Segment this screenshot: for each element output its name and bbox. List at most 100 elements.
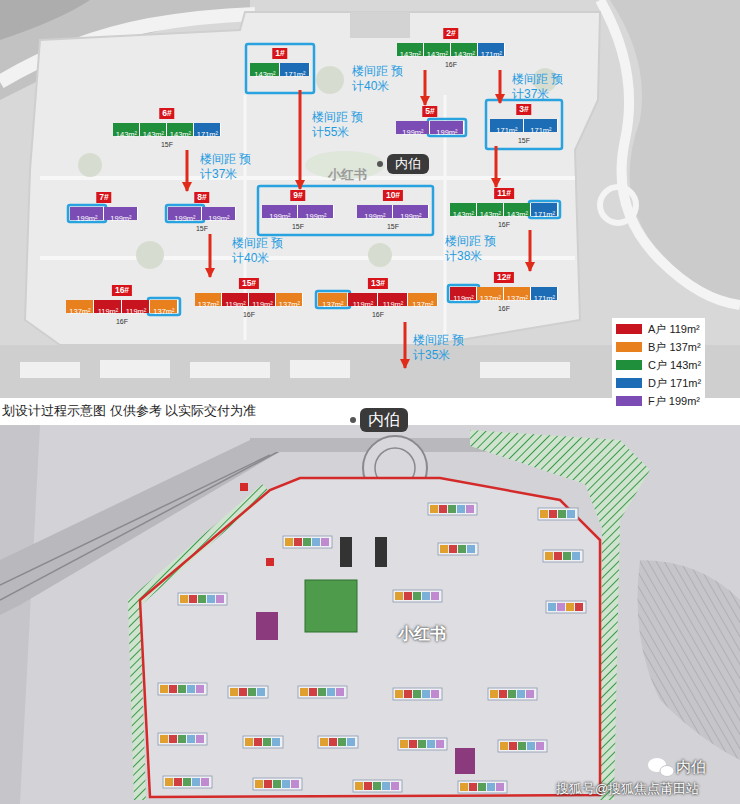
- unit-footprint: [318, 688, 326, 696]
- unit-footprint: [263, 738, 271, 746]
- unit-footprint: [508, 690, 516, 698]
- unit-type-box: 171m²: [478, 43, 505, 56]
- unit-footprint: [554, 552, 562, 560]
- unit-footprint: [536, 742, 544, 750]
- unit-type-box: 119m²: [222, 293, 249, 306]
- footprint-outline: [546, 601, 586, 613]
- unit-footprint: [499, 690, 507, 698]
- unit-footprint: [338, 738, 346, 746]
- unit-footprint: [373, 782, 381, 790]
- unit-footprint: [575, 603, 583, 611]
- unit-area: 171m²: [197, 128, 218, 141]
- unit-area: 137m²: [480, 292, 501, 305]
- building-footprint: [488, 688, 537, 700]
- unit-footprint: [567, 510, 575, 518]
- floor-count: 16F: [498, 220, 510, 229]
- unit-footprint: [490, 690, 498, 698]
- central-green: [305, 580, 357, 632]
- unit-type-box: 137m²: [66, 300, 94, 313]
- watermark: 小红书: [398, 624, 446, 645]
- building-footprint: [253, 778, 302, 790]
- location-name: 内伯: [368, 411, 400, 428]
- unit-area: 143m²: [507, 208, 528, 221]
- unit-footprint: [312, 538, 320, 546]
- unit-type-box: 143m²: [140, 123, 167, 136]
- unit-area: 199m²: [400, 210, 421, 223]
- building-block: 15#16F137m²119m²119m²137m²: [195, 278, 303, 319]
- footprint-outline: [438, 543, 478, 555]
- unit-area: 137m²: [279, 298, 300, 311]
- unit-area: 199m²: [436, 126, 457, 139]
- legend-text: F户 199m²: [648, 394, 700, 409]
- unit-footprint: [422, 690, 430, 698]
- unit-footprint: [566, 603, 574, 611]
- building-number: 9#: [290, 190, 305, 201]
- unit-footprint: [196, 685, 204, 693]
- footprint-outline: [158, 683, 207, 695]
- floor-count: 15F: [196, 224, 208, 233]
- unit-footprint: [187, 735, 195, 743]
- unit-type-box: 143m²: [424, 43, 451, 56]
- unit-area: 119m²: [353, 298, 374, 311]
- building-number: 16#: [112, 285, 132, 296]
- unit-footprint: [448, 505, 456, 513]
- unit-footprint: [572, 552, 580, 560]
- street-house: [100, 360, 170, 378]
- unit-footprint: [178, 735, 186, 743]
- unit-footprint: [189, 595, 197, 603]
- unit-type-box: 171m²: [280, 63, 310, 76]
- unit-footprint: [254, 738, 262, 746]
- footprint-outline: [298, 686, 347, 698]
- legend-swatch: [616, 324, 642, 334]
- building-block: 2#16F143m²143m²143m²171m²: [397, 28, 505, 69]
- caption: 划设计过程示意图 仅供参考 以实际交付为准: [2, 402, 256, 420]
- building-footprint: [543, 550, 583, 562]
- unit-footprint: [548, 603, 556, 611]
- roundabout: [600, 187, 636, 223]
- building-number: 1#: [272, 48, 287, 59]
- unit-type-box: 137m²: [408, 293, 438, 306]
- unit-footprint: [196, 735, 204, 743]
- unit-area: 137m²: [69, 305, 90, 318]
- unit-footprint: [187, 685, 195, 693]
- unit-area: 143m²: [254, 68, 275, 81]
- building-footprint: [298, 686, 347, 698]
- building-number: 12#: [494, 272, 514, 283]
- footprint-outline: [428, 503, 477, 515]
- footprint-outline: [178, 593, 227, 605]
- unit-footprint: [255, 780, 263, 788]
- unit-footprint: [329, 738, 337, 746]
- unit-footprint: [496, 783, 504, 791]
- unit-footprint: [336, 688, 344, 696]
- unit-area: 137m²: [507, 292, 528, 305]
- footprint-outline: [163, 776, 212, 788]
- unit-footprint: [500, 742, 508, 750]
- unit-footprint: [439, 505, 447, 513]
- building-footprint: [158, 683, 207, 695]
- outer-block: [610, 0, 740, 310]
- road: [600, 0, 740, 305]
- unit-footprint: [169, 685, 177, 693]
- unit-footprint: [174, 778, 182, 786]
- footprint-outline: [498, 740, 547, 752]
- building-block: 10#15F199m²199m²: [357, 190, 429, 231]
- unit-type-box: 199m²: [298, 205, 334, 218]
- source-credit: 搜狐号@搜狐焦点莆田站: [556, 781, 699, 797]
- unit-footprint: [192, 778, 200, 786]
- building-number: 6#: [159, 108, 174, 119]
- spacing-note: 楼间距 预计37米: [200, 152, 262, 182]
- unit-footprint: [201, 778, 209, 786]
- wechat-icon: [660, 766, 674, 777]
- legend-text: B户 137m²: [648, 340, 701, 355]
- building-footprint: [538, 508, 578, 520]
- legend-row: B户 137m²: [616, 338, 701, 356]
- building-number: 2#: [443, 28, 458, 39]
- unit-area: 119m²: [453, 292, 474, 305]
- unit-footprint: [431, 592, 439, 600]
- unit-type-box: 199m²: [396, 121, 430, 134]
- unit-type-box: 199m²: [104, 207, 138, 220]
- unit-type-box: 143m²: [504, 203, 531, 216]
- unit-footprint: [160, 685, 168, 693]
- entrance-mark: [240, 483, 248, 491]
- source-credit: 内伯: [676, 758, 706, 776]
